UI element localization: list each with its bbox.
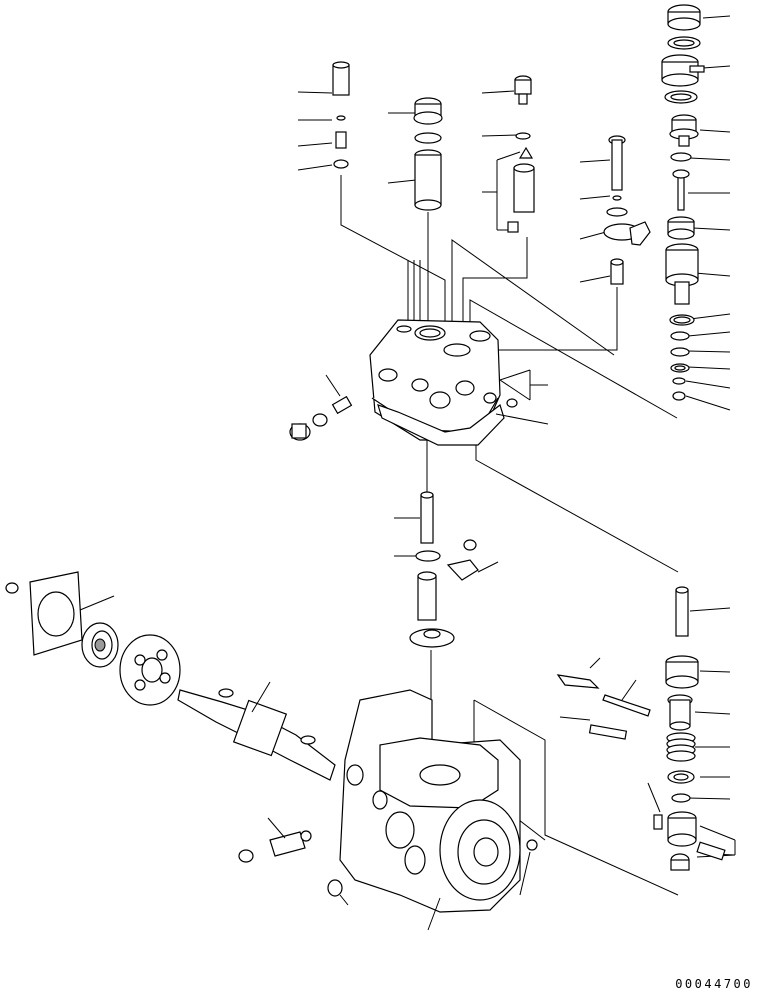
drive-parts-left bbox=[5, 571, 336, 781]
leader-lines-right-column bbox=[685, 15, 736, 858]
leader-lines-head bbox=[325, 369, 549, 425]
right-column-parts-top bbox=[661, 4, 705, 401]
drawing-code-label: 00044700 bbox=[675, 977, 753, 991]
top-left-parts bbox=[332, 61, 651, 285]
spring-lever-parts bbox=[556, 657, 661, 813]
right-column-parts-lower bbox=[653, 586, 726, 871]
housing-small-parts bbox=[238, 817, 531, 931]
pump-housing bbox=[339, 689, 538, 913]
pump-head-assembly bbox=[289, 319, 518, 446]
plunger-parts bbox=[394, 491, 499, 648]
leader-lines-top-left bbox=[297, 90, 611, 283]
